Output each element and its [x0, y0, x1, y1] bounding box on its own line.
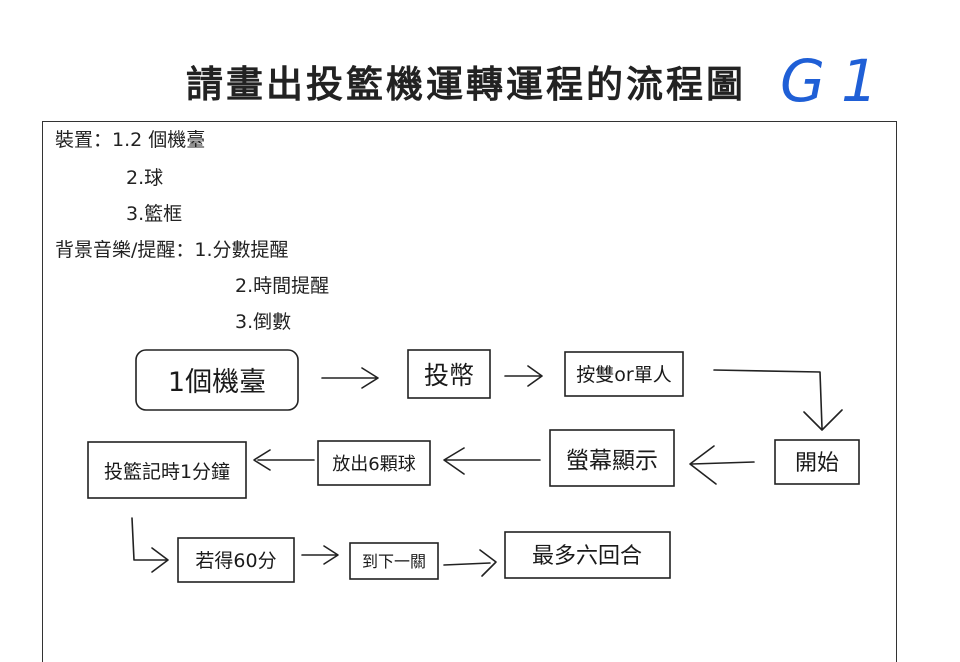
node-max-rounds: 最多六回合 — [504, 531, 671, 579]
arrow-4-5 — [689, 445, 755, 485]
node-shoot-timer-label: 投籃記時1分鐘 — [104, 461, 230, 483]
node-release-balls: 放出6顆球 — [317, 440, 431, 486]
node-score-60-label: 若得60分 — [195, 550, 276, 572]
devices-line-2: 2.球 — [126, 167, 164, 189]
node-max-rounds-label: 最多六回合 — [532, 544, 642, 569]
arrow-3-4 — [713, 369, 843, 431]
page-title: 請畫出投籃機運轉運程的流程圖 — [186, 63, 746, 106]
node-machine: 1個機臺 — [135, 349, 299, 411]
arrow-5-6 — [443, 447, 541, 475]
flowchart: 1個機臺 投幣 按雙or單人 開始 螢幕顯示 放出6顆球 投籃記時1分鐘 — [87, 349, 860, 583]
arrow-2-3 — [504, 365, 543, 387]
bgm-line-1: 背景音樂/提醒：1.分數提醒 — [55, 239, 289, 261]
node-release-balls-label: 放出6顆球 — [332, 454, 415, 475]
arrow-6-7 — [253, 449, 315, 471]
node-coin-label: 投幣 — [424, 361, 474, 390]
node-screen-label: 螢幕顯示 — [566, 448, 658, 474]
node-next-level: 到下一關 — [349, 542, 439, 580]
node-next-level-label: 到下一關 — [362, 552, 426, 571]
node-player-mode: 按雙or單人 — [564, 351, 684, 397]
arrow-8-9 — [301, 545, 339, 565]
node-score-60: 若得60分 — [177, 537, 295, 583]
node-player-mode-label: 按雙or單人 — [576, 364, 671, 386]
group-code-label: G1 — [780, 47, 894, 115]
node-start-label: 開始 — [795, 451, 839, 476]
node-machine-label: 1個機臺 — [168, 367, 266, 398]
answer-frame — [42, 121, 897, 662]
bgm-line-2: 2.時間提醒 — [235, 275, 330, 297]
devices-line-1: 裝置：1.2 個機臺 — [55, 129, 206, 151]
arrow-7-8 — [131, 517, 169, 573]
arrow-1-2 — [321, 367, 379, 389]
bgm-line-3: 3.倒數 — [235, 311, 292, 333]
node-shoot-timer: 投籃記時1分鐘 — [87, 441, 247, 499]
devices-line-3: 3.籃框 — [126, 203, 183, 225]
node-start: 開始 — [774, 439, 860, 485]
node-screen: 螢幕顯示 — [549, 429, 675, 487]
arrow-9-10 — [443, 549, 497, 577]
node-coin: 投幣 — [407, 349, 491, 399]
